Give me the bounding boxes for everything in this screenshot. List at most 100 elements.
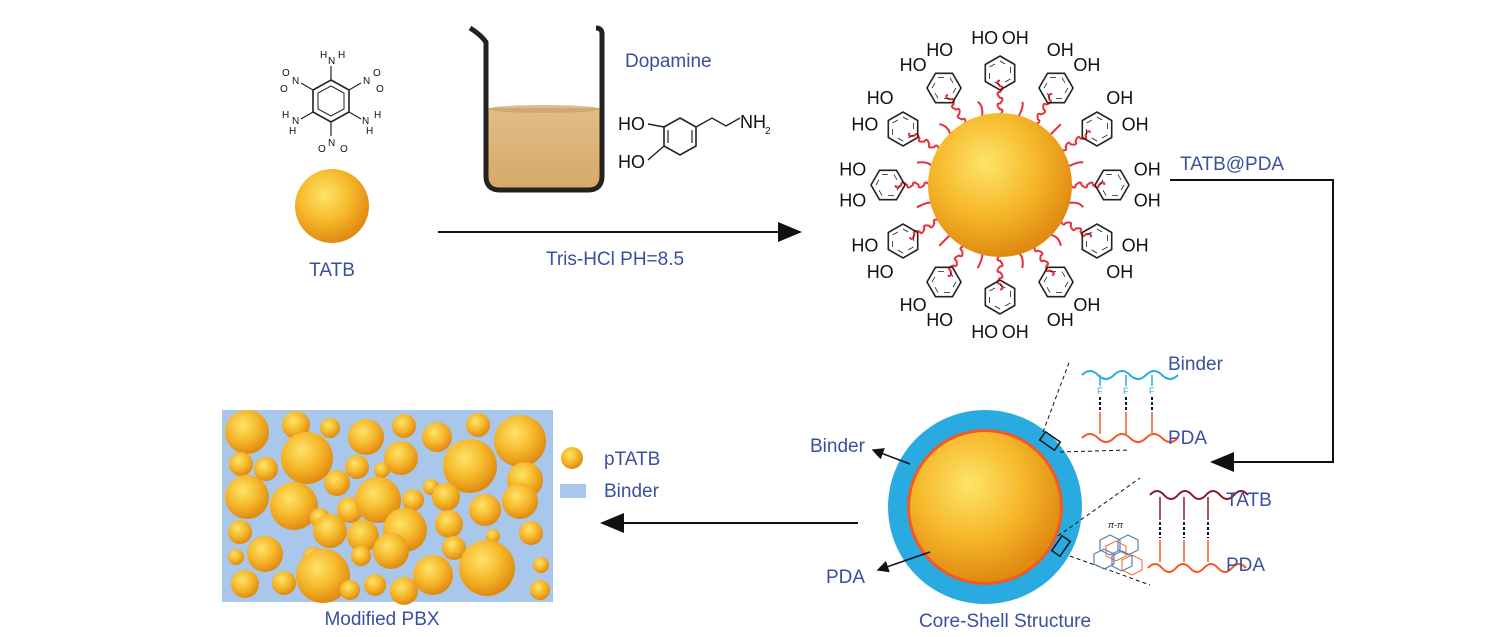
hydroxyl-label: OH: [1047, 310, 1074, 330]
catechol-ring-inner: [875, 174, 901, 196]
ptatb-particle: [384, 441, 418, 475]
pda-chain: [1049, 233, 1062, 247]
ptatb-particle: [494, 415, 546, 467]
ptatb-particle: [530, 580, 550, 600]
ptatb-particle: [502, 483, 538, 519]
hydroxyl-label: OH: [1106, 88, 1133, 108]
atom-label: O: [282, 68, 290, 79]
pda-chain: [908, 218, 940, 240]
ptatb-particle: [466, 413, 490, 437]
ptatb-particle: [347, 520, 379, 552]
catechol-ring: [984, 55, 1016, 91]
ptatb-particle: [422, 422, 452, 452]
catechol-ring-inner: [989, 284, 1011, 310]
catechol-ring-inner: [931, 77, 957, 99]
legend-ptatb-label: pTATB: [604, 449, 660, 470]
binder-left-label: Binder: [810, 436, 866, 457]
pda-chain: [1034, 92, 1053, 126]
legend-binder-swatch: [560, 484, 586, 498]
catechol-ring-inner: [1086, 116, 1108, 142]
hydroxyl-label: OH: [1073, 295, 1100, 315]
atom-label: N: [362, 116, 369, 127]
ptatb-particle: [413, 555, 453, 595]
hydroxyl-label: OH: [1122, 235, 1149, 255]
hydroxyl-label: HO: [971, 28, 998, 48]
pda-chain: [996, 254, 1004, 291]
pda-chain: [1017, 251, 1024, 269]
dopamine-nh2-subscript: 2: [765, 126, 771, 137]
atom-label: F: [1097, 386, 1103, 396]
pbx-particles: [225, 410, 550, 605]
catechol-ring-inner: [989, 60, 1011, 86]
ptatb-particle: [486, 529, 500, 543]
catechol-ring-inner: [1099, 174, 1125, 196]
tatb-pda-label: TATB@PDA: [1180, 154, 1284, 175]
pda-chain: [945, 93, 967, 125]
ptatb-particle: [254, 457, 278, 481]
pda-chain: [938, 233, 952, 247]
hydroxyl-label: OH: [1134, 190, 1161, 210]
catechol-ring: [870, 169, 906, 201]
pda-chain: [916, 201, 933, 209]
pda-chain: [1048, 123, 1062, 137]
ptatb-particle: [364, 574, 386, 596]
pda-top-label: PDA: [1168, 428, 1207, 449]
hydroxyl-label: HO: [867, 262, 894, 282]
ptatb-particle: [225, 410, 269, 454]
atom-label: H: [374, 110, 381, 121]
ptatb-particle: [296, 549, 350, 603]
core-shell-label: Core-Shell Structure: [919, 611, 1091, 632]
pda-chain: [907, 132, 941, 151]
pda-chain: [1060, 130, 1092, 152]
binder-pda-interaction: F F F: [1081, 370, 1179, 443]
atom-label: O: [373, 68, 381, 79]
ptatb-particle: [355, 477, 401, 523]
pda-chain: [1069, 181, 1106, 189]
reaction-condition-label: Tris-HCl PH=8.5: [546, 249, 684, 270]
atom-label: O: [318, 144, 326, 155]
atom-label: H: [338, 50, 345, 61]
hydroxyl-label: HO: [926, 40, 953, 60]
pda-chain: [1017, 101, 1024, 118]
ptatb-particle: [432, 483, 460, 511]
dopamine-structure: [647, 117, 741, 161]
ptatb-particle: [459, 540, 515, 596]
catechol-ring: [1081, 111, 1113, 147]
pda-chain: [1059, 219, 1093, 238]
pda-left-label: PDA: [826, 567, 865, 588]
hydroxyl-label: HO: [971, 322, 998, 342]
atom-label: O: [340, 144, 348, 155]
tatb-pda-core: [928, 113, 1072, 257]
catechol-ring: [1038, 72, 1074, 104]
ptatb-particle: [533, 557, 549, 573]
tatb-core: [910, 432, 1060, 582]
atom-label: N: [363, 76, 370, 87]
tatb-right-label: TATB: [1226, 490, 1272, 511]
catechol-ring: [887, 111, 919, 147]
zoom-line: [1069, 555, 1151, 586]
catechol-ring-inner: [892, 228, 914, 254]
pda-chain: [916, 161, 934, 168]
pda-chain: [1033, 245, 1055, 277]
ptatb-particle: [345, 455, 369, 479]
catechol-ring: [1081, 223, 1113, 259]
pi-pi-label: π-π: [1108, 520, 1124, 530]
hydroxyl-label: OH: [1106, 262, 1133, 282]
modified-pbx-label: Modified PBX: [324, 609, 439, 630]
catechol-ring-inner: [1086, 228, 1108, 254]
ptatb-particle: [320, 418, 340, 438]
hydroxyl-label: HO: [851, 235, 878, 255]
pda-chain: [977, 101, 984, 118]
hydroxyl-label: HO: [900, 55, 927, 75]
atom-label: N: [292, 76, 299, 87]
ptatb-particle: [228, 520, 252, 544]
pda-chain: [938, 123, 952, 136]
ptatb-particle: [313, 514, 347, 548]
catechol-ring: [926, 72, 962, 104]
ptatb-particle: [351, 546, 371, 566]
zoom-line: [1057, 477, 1141, 537]
ptatb-particle: [225, 475, 269, 519]
tatb-molecule: H N H N O O N O O N H H N H H N O O: [280, 50, 384, 155]
ptatb-particle: [390, 577, 418, 605]
